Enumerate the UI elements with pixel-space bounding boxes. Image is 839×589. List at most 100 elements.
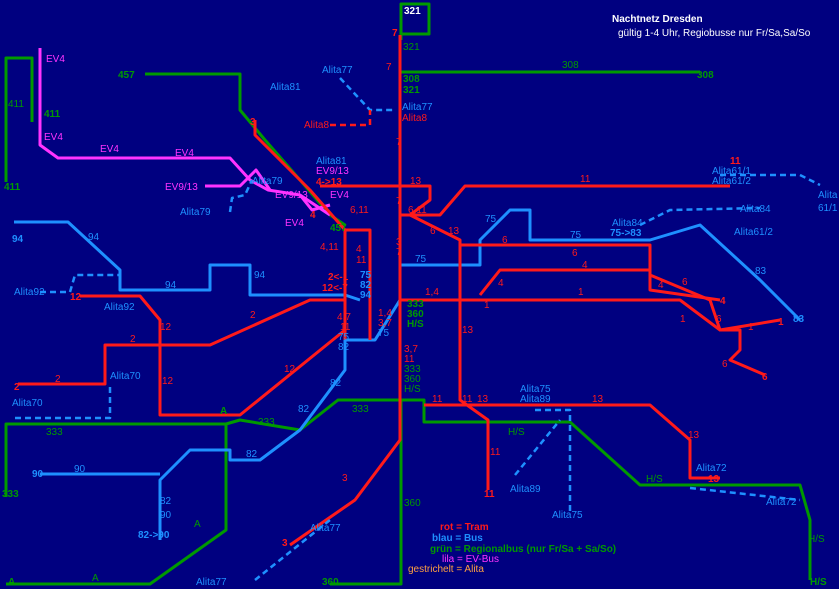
- label-4-7: 4,7: [337, 312, 351, 323]
- label-4: 4: [498, 278, 504, 289]
- label-4: 4: [356, 244, 362, 255]
- label-hs: H/S: [646, 474, 663, 485]
- label-94: 94: [360, 290, 372, 301]
- label-321: 321: [404, 6, 421, 17]
- label-4: 4: [658, 280, 664, 291]
- label-hs: H/S: [404, 384, 421, 395]
- label-3-7: 3,7: [404, 344, 418, 355]
- label-ev4: EV4: [285, 218, 304, 229]
- label-alita61-2: Alita61/2: [712, 176, 751, 187]
- label-2-from-1: 2<-1: [328, 272, 349, 283]
- label-360: 360: [404, 374, 421, 385]
- label-hs: H/S: [808, 534, 825, 545]
- line-3-north: [253, 120, 347, 340]
- label-alita72: Alita72: [696, 463, 727, 474]
- label-12-from-7: 12<-7: [322, 283, 348, 294]
- line-360: [330, 400, 403, 586]
- label-alita77: Alita77: [322, 65, 353, 76]
- line-12: [80, 294, 346, 417]
- label-a: A: [194, 519, 201, 530]
- label-ev4: EV4: [46, 54, 65, 65]
- label-12: 12: [160, 322, 172, 333]
- label-90: 90: [160, 510, 172, 521]
- label-6: 6: [572, 248, 578, 259]
- line-321: [399, 2, 431, 40]
- label-13: 13: [448, 226, 460, 237]
- tram-lines: [18, 35, 781, 547]
- label-ev913: EV9/13: [165, 182, 198, 193]
- label-11: 11: [404, 354, 415, 365]
- label-13: 13: [592, 394, 604, 405]
- label-alita61-2: Alita61/2: [734, 227, 773, 238]
- label-457: 457: [118, 70, 135, 81]
- label-13: 13: [688, 430, 700, 441]
- label-alita8: Alita8: [304, 120, 329, 131]
- label-ev4: EV4: [44, 132, 63, 143]
- label-6-11: 6,11: [350, 205, 369, 216]
- label-13: 13: [410, 176, 422, 187]
- label-alita75: Alita75: [520, 384, 551, 395]
- alita84-line: [639, 206, 761, 227]
- label-2: 2: [130, 334, 136, 345]
- label-11: 11: [356, 255, 367, 266]
- label-alita81: Alita81: [316, 156, 347, 167]
- line-4-11: [345, 228, 372, 340]
- label-11: 11: [580, 174, 591, 185]
- label-333: 333: [404, 364, 421, 375]
- label-90: 90: [32, 469, 44, 480]
- label-1: 1: [484, 300, 490, 311]
- alita70-line: [15, 385, 112, 420]
- label-4-to-13: 4->13: [316, 177, 342, 188]
- label-hs: H/S: [508, 427, 525, 438]
- label-308: 308: [403, 74, 420, 85]
- label-alita84: Alita84: [612, 218, 643, 229]
- label-11-13: 11: [462, 394, 473, 405]
- label-6: 6: [682, 277, 688, 288]
- label-1-4: 1,4: [425, 287, 439, 298]
- label-alita79: Alita79: [180, 207, 211, 218]
- label-6: 6: [716, 314, 722, 325]
- label-alita77: Alita77: [310, 523, 341, 534]
- label-4: 4: [720, 296, 726, 307]
- label-75: 75: [415, 254, 427, 265]
- label-11: 11: [432, 394, 443, 405]
- label-82: 82: [338, 342, 350, 353]
- label-ev4: EV4: [100, 144, 119, 155]
- label-alita92: Alita92: [104, 302, 135, 313]
- label-75-to-83: 75->83: [610, 228, 642, 239]
- label-alita81: Alita81: [270, 82, 301, 93]
- label-1: 1: [578, 287, 584, 298]
- label-457: 457: [330, 223, 347, 234]
- label-4: 4: [310, 210, 316, 221]
- map-subtitle: gültig 1-4 Uhr, Regiobusse nur Fr/Sa,Sa/…: [618, 28, 811, 39]
- line-ev4: [38, 48, 331, 217]
- label-75: 75: [570, 230, 582, 241]
- label-94: 94: [12, 234, 24, 245]
- label-11: 11: [730, 156, 741, 167]
- line-94: [14, 220, 361, 302]
- line-3: [289, 400, 402, 547]
- label-75: 75: [378, 328, 390, 339]
- label-13: 13: [477, 394, 489, 405]
- label-hs: H/S: [407, 319, 424, 330]
- label-1: 1: [680, 314, 686, 325]
- label-333: 333: [258, 417, 275, 428]
- alita72-line: [689, 486, 801, 502]
- line-13-south: [424, 403, 720, 480]
- label-alita89: Alita89: [510, 484, 541, 495]
- alita79-line: [228, 179, 254, 213]
- label-12: 12: [284, 364, 296, 375]
- label-61-1: 61/1: [818, 203, 838, 214]
- alita77-south: [254, 519, 331, 581]
- label-alita77: Alita77: [196, 577, 227, 588]
- label-82: 82: [298, 404, 310, 415]
- label-1: 1: [778, 317, 784, 328]
- label-411: 411: [8, 99, 24, 110]
- line-13: [320, 184, 490, 490]
- label-3-7: 3,7: [378, 318, 392, 329]
- line-1: [400, 298, 781, 332]
- legend-regionalbus: grün = Regionalbus (nur Fr/Sa + Sa/So): [430, 544, 616, 555]
- label-6: 6: [762, 372, 768, 383]
- label-6: 6: [502, 235, 508, 246]
